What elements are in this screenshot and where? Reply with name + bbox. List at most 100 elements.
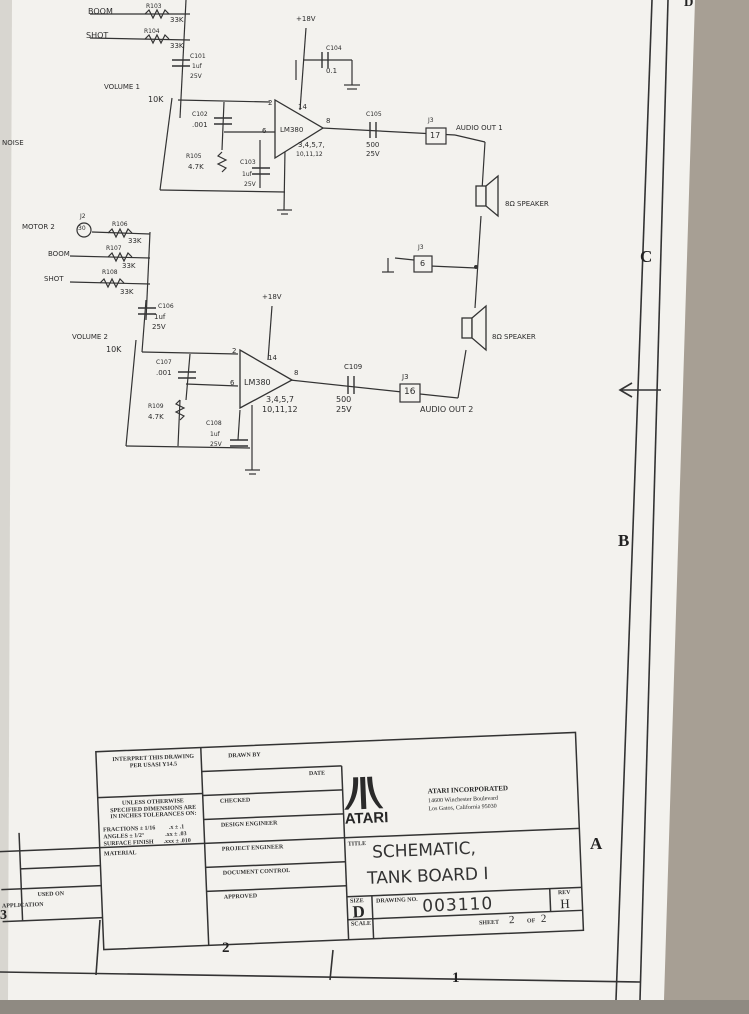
zone-a: A (590, 834, 603, 853)
label-j2-pin: 30 (78, 225, 86, 232)
tb-drawing-no: 003110 (421, 893, 494, 917)
label-noise: NOISE (2, 139, 24, 147)
sheet-border (0, 0, 669, 1000)
label-pin16: 16 (404, 387, 416, 397)
label-pin8-top: 8 (326, 117, 331, 125)
label-r103-val: 33K (170, 16, 184, 24)
label-c106: C106 (158, 303, 174, 310)
label-speaker-bottom: 8Ω SPEAKER (492, 333, 536, 341)
label-j3-top: J3 (428, 117, 434, 124)
label-pin14-bottom: 14 (268, 354, 277, 362)
label-c109: C109 (344, 363, 363, 371)
label-pin6-top: 6 (262, 127, 267, 135)
label-c109-volt: 25V (336, 405, 352, 414)
j3-pin6-box (413, 255, 433, 273)
label-r109: R109 (148, 403, 164, 410)
label-c109-val: 500 (336, 395, 352, 404)
tb-scale-label: SCALE (350, 920, 372, 928)
label-boom-top: BOOM (88, 7, 113, 16)
label-vcc-top: +18V (296, 15, 316, 23)
label-gnd-pins-bottom-b: 10,11,12 (262, 405, 298, 414)
label-motor2: MOTOR 2 (22, 223, 55, 231)
bottom-capacitors (138, 307, 355, 447)
tb-document-control: DOCUMENT CONTROL (222, 868, 291, 877)
label-gnd-pins-bottom-a: 3,4,5,7 (266, 395, 294, 404)
page-shadow (0, 0, 12, 1000)
tb-tol3: .xxx ± .010 (163, 837, 191, 846)
label-r107: R107 (106, 245, 122, 252)
label-vcc-bottom: +18V (262, 293, 282, 301)
tb-logo-text: ATARI (344, 809, 389, 828)
label-j3-mid: J3 (418, 244, 424, 251)
label-c103: C103 (240, 159, 256, 166)
label-c101: C101 (190, 53, 206, 60)
label-c105: C105 (366, 111, 382, 118)
speaker-wires (382, 215, 482, 399)
label-r106: R106 (112, 221, 128, 228)
label-j3-bottom: J3 (402, 373, 409, 381)
tb-approved: APPROVED (223, 893, 258, 901)
bottom-grounds (245, 469, 260, 475)
label-r108-val: 33K (120, 288, 134, 296)
label-boom-bottom: BOOM (48, 250, 70, 258)
tb-rev: H (560, 895, 571, 912)
paper (0, 0, 700, 1000)
label-c101-volt: 25V (190, 73, 202, 80)
tb-design-engineer: DESIGN ENGINEER (220, 820, 278, 829)
j3-pin17-box (425, 127, 447, 145)
j3-pin16-box (399, 383, 421, 403)
label-c108-val: 1uf (210, 431, 220, 438)
label-r105: R105 (186, 153, 202, 160)
zone-col-2: 2 (222, 940, 230, 956)
speaker-bottom-icon (461, 304, 487, 352)
label-pin8-bottom: 8 (294, 369, 299, 377)
junction-dot (474, 265, 478, 269)
tb-title-line1: SCHEMATIC, (371, 838, 477, 863)
bottom-circuit-wires (69, 231, 403, 470)
label-pin6-mid: 6 (420, 259, 426, 268)
label-volume1: VOLUME 1 (104, 83, 140, 91)
label-audio-out-2: AUDIO OUT 2 (420, 405, 474, 414)
label-r108: R108 (102, 269, 118, 276)
bottom-resistors (99, 227, 186, 421)
label-r104: R104 (144, 28, 160, 35)
label-c108-volt: 25V (210, 441, 222, 448)
label-gnd-pins-top-b: 10,11,12 (296, 151, 323, 158)
label-audio-out-1: AUDIO OUT 1 (456, 124, 503, 132)
label-c106-volt: 25V (152, 323, 166, 331)
tb-sheet: 2 (508, 914, 515, 927)
label-volume2: VOLUME 2 (72, 333, 108, 341)
label-r109-val: 4.7K (148, 413, 164, 421)
atari-logo (344, 776, 384, 810)
tb-checked: CHECKED (219, 797, 251, 805)
top-capacitors (172, 52, 377, 175)
label-c102: C102 (192, 111, 208, 118)
label-pin2-top: 2 (268, 99, 273, 107)
tb-sheet-label: SHEET (478, 919, 500, 927)
tb-date: DATE (308, 770, 326, 778)
label-shot-bottom: SHOT (44, 275, 64, 283)
label-lm380-bottom: LM380 (244, 378, 271, 387)
tb-drawn-by: DRAWN BY (228, 752, 261, 760)
tb-material: MATERIAL (103, 850, 137, 858)
title-block (0, 731, 585, 951)
tb-company: ATARI INCORPORATED (427, 784, 509, 796)
label-c102-val: .001 (192, 121, 208, 129)
label-speaker-top: 8Ω SPEAKER (505, 200, 549, 208)
tb-unless: UNLESS OTHERWISE SPECIFIED DIMENSIONS AR… (110, 798, 197, 821)
label-c105-volt: 25V (366, 150, 380, 158)
label-c106-val: 1uf (154, 313, 166, 321)
j2-pin-circle (76, 222, 92, 238)
label-c105-val: 500 (366, 141, 380, 149)
tb-size: D (352, 902, 366, 922)
label-c101-val: 1uf (192, 63, 202, 70)
label-r103: R103 (146, 3, 162, 10)
label-c104: C104 (326, 45, 342, 52)
label-r106-val: 33K (128, 237, 142, 245)
desk-surface (664, 0, 749, 1000)
label-c103-val: 1uf (242, 171, 252, 178)
label-shot-top: SHOT (86, 31, 109, 40)
